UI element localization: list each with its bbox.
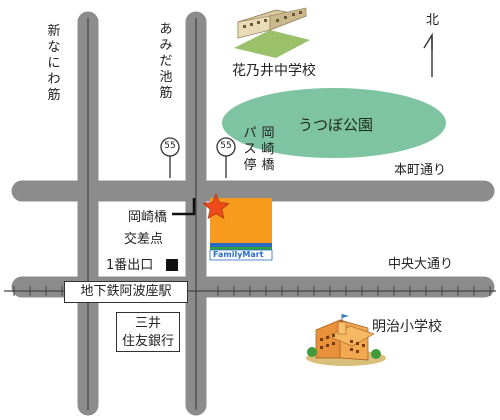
park-area <box>222 88 446 158</box>
north-arrow-icon <box>423 32 433 77</box>
station-label: 地下鉄阿波座駅 <box>64 281 188 303</box>
bus-stop-name-label: 岡崎橋 <box>261 126 275 173</box>
intersection-pointer <box>172 198 196 216</box>
exit-square-icon <box>166 259 178 271</box>
bus-stop-label: パス停 <box>243 126 257 173</box>
bank-box: 三井 住友銀行 <box>116 312 180 352</box>
upper-road-label: 本町通り <box>394 163 447 178</box>
route-sign-right-icon <box>216 137 236 178</box>
school-building-top-icon <box>234 7 310 58</box>
lower-road-label: 中央大通り <box>388 257 454 272</box>
bank-label-line2: 住友銀行 <box>121 334 174 349</box>
familymart-logo-text: FamilyMart <box>213 250 264 259</box>
location-star-icon <box>202 192 230 220</box>
route-sign-left-number: 55 <box>164 141 176 151</box>
street-rail-marks <box>87 18 197 410</box>
intersection-label-line2: 交差点 <box>122 232 166 247</box>
park-label: うつぼ公園 <box>298 116 374 134</box>
west-street-label: 新なにわ筋 <box>47 24 61 103</box>
school-bottom-label: 明治小学校 <box>372 319 442 335</box>
middle-street-label: あみだ池筋 <box>159 22 173 101</box>
exit-label: 1番出口 <box>104 258 156 273</box>
school-top-label: 花乃井中学校 <box>232 63 316 79</box>
bank-label-line1: 三井 <box>134 316 161 331</box>
compass-label: 北 <box>426 13 440 28</box>
route-sign-right-number: 55 <box>220 141 232 151</box>
intersection-label-line1: 岡崎橋 <box>126 210 170 225</box>
route-sign-left-icon <box>160 137 180 178</box>
school-building-bottom-icon <box>306 314 386 366</box>
familymart-store <box>209 198 273 261</box>
